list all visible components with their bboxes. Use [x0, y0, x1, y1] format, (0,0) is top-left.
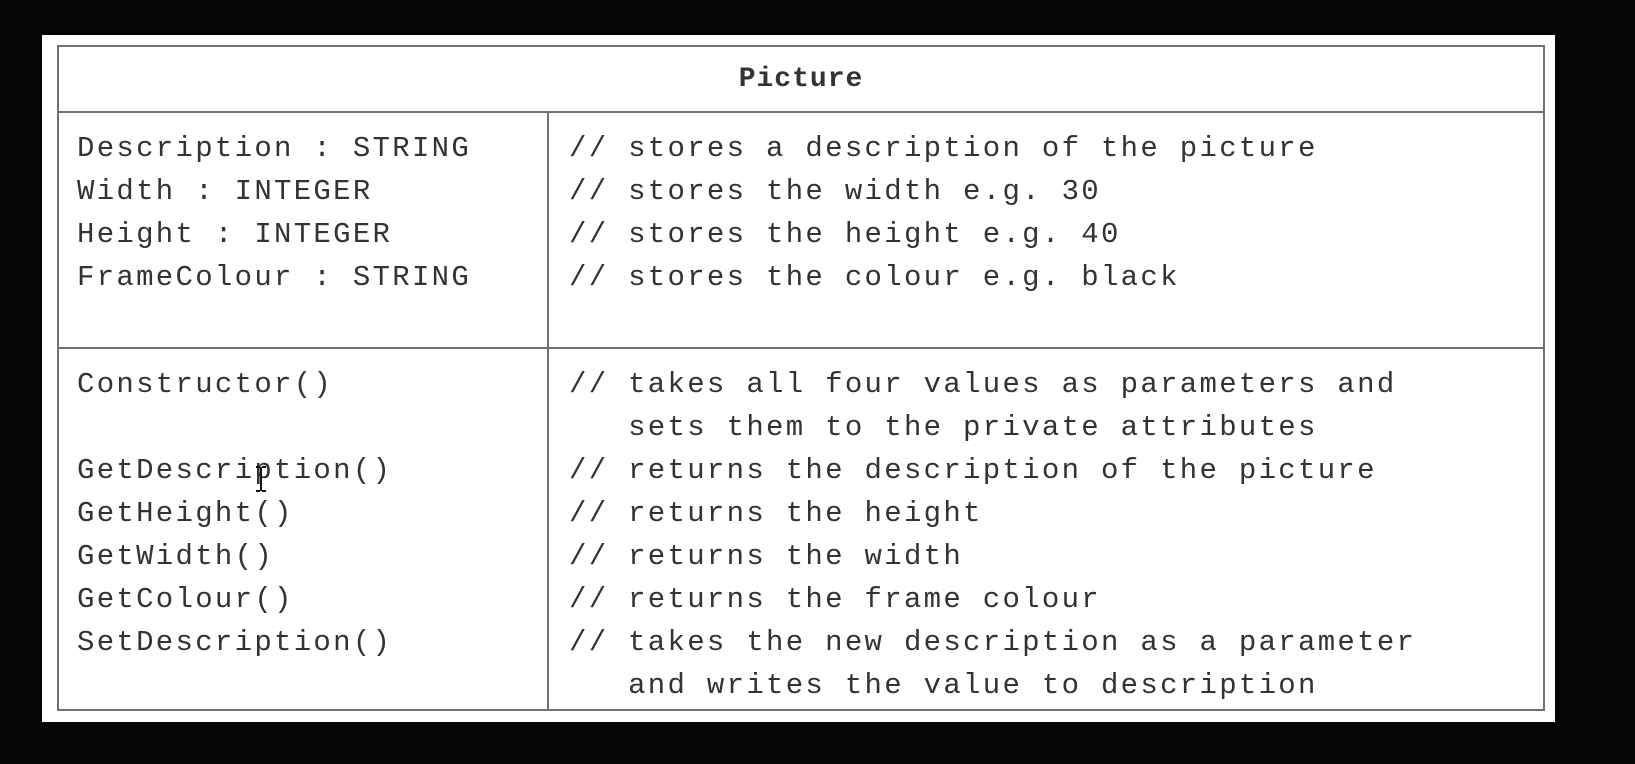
- comment-marker: //: [569, 626, 609, 659]
- comment-marker: //: [569, 218, 609, 251]
- attribute-declaration: FrameColour : STRING: [77, 261, 472, 294]
- comment-text-line: takes all four values as parameters and: [628, 368, 1397, 401]
- comment-marker: //: [569, 261, 609, 294]
- method-comment: // returns the width: [569, 535, 1543, 578]
- attribute-declaration: Description : STRING: [77, 132, 472, 165]
- comment-marker: //: [569, 175, 609, 208]
- comment-marker: //: [569, 497, 609, 530]
- comment-text-line: stores the height e.g. 40: [628, 218, 1121, 251]
- comment-marker: //: [569, 132, 609, 165]
- attribute-comments: // stores a description of the picture//…: [549, 113, 1543, 347]
- method-declaration: GetDescription(): [77, 454, 393, 487]
- attribute-declarations: Description : STRING Width : INTEGER Heigh…: [59, 113, 549, 347]
- method-comment: // takes all four values as parameters a…: [569, 363, 1543, 449]
- comment-text-line: returns the height: [628, 497, 983, 530]
- text-cursor-icon: [256, 466, 266, 492]
- comment-text-line: takes the new description as a parameter: [628, 626, 1417, 659]
- method-comment: // takes the new description as a parame…: [569, 621, 1543, 707]
- method-declaration: SetDescription(): [77, 626, 393, 659]
- method-declaration: GetWidth(): [77, 540, 275, 573]
- comment-text-line: returns the width: [628, 540, 964, 573]
- attributes-section: Description : STRING Width : INTEGER Heigh…: [59, 113, 1543, 349]
- comment-marker: //: [569, 368, 609, 401]
- attribute-comment: // stores the colour e.g. black: [569, 256, 1543, 299]
- method-comment: // returns the height: [569, 492, 1543, 535]
- comment-text-line: and writes the value to description: [628, 669, 1318, 702]
- attribute-comment: // stores the width e.g. 30: [569, 170, 1543, 213]
- comment-text-line: returns the frame colour: [628, 583, 1101, 616]
- method-declarations: Constructor() GetDescription() GetHeight(…: [59, 349, 549, 709]
- class-diagram-picture: Picture Description : STRING Width : INTE…: [57, 45, 1545, 711]
- methods-section: Constructor() GetDescription() GetHeight(…: [59, 349, 1543, 709]
- attribute-comment: // stores the height e.g. 40: [569, 213, 1543, 256]
- comment-text-line: stores the colour e.g. black: [628, 261, 1180, 294]
- line-spacer: [77, 664, 547, 707]
- method-comments: // takes all four values as parameters a…: [549, 349, 1543, 709]
- comment-text-line: stores the width e.g. 30: [628, 175, 1101, 208]
- method-declaration: GetHeight(): [77, 497, 294, 530]
- comment-text-line: stores a description of the picture: [628, 132, 1318, 165]
- document-page: Picture Description : STRING Width : INTE…: [42, 35, 1555, 722]
- comment-marker: //: [569, 454, 609, 487]
- method-declaration: GetColour(): [77, 583, 294, 616]
- class-name: Picture: [59, 47, 1543, 113]
- comment-marker: //: [569, 583, 609, 616]
- attribute-declaration: Height : INTEGER: [77, 218, 393, 251]
- comment-marker: //: [569, 540, 609, 573]
- line-spacer: [77, 406, 547, 449]
- attribute-declaration: Width : INTEGER: [77, 175, 373, 208]
- method-comment: // returns the description of the pictur…: [569, 449, 1543, 492]
- method-comment: // returns the frame colour: [569, 578, 1543, 621]
- comment-text-line: returns the description of the picture: [628, 454, 1377, 487]
- comment-text-line: sets them to the private attributes: [628, 411, 1318, 444]
- method-declaration: Constructor(): [77, 368, 334, 401]
- attribute-comment: // stores a description of the picture: [569, 127, 1543, 170]
